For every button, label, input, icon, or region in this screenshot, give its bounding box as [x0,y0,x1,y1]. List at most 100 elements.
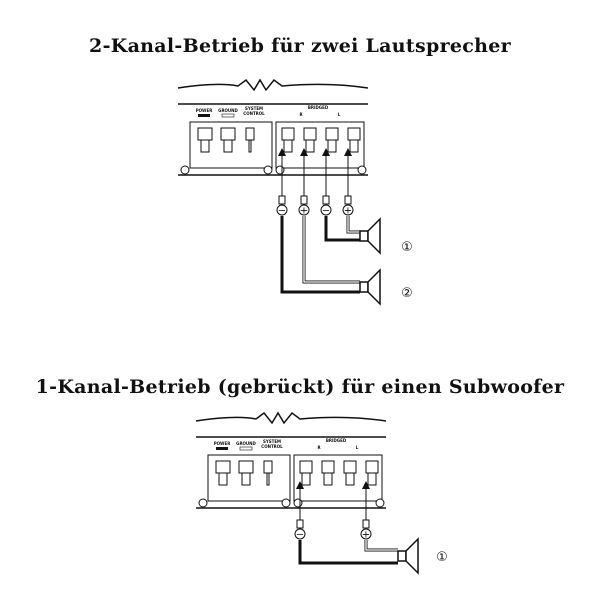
subwoofer-positive-wire [364,540,398,552]
speaker-terminal-0 [281,127,295,141]
control-label: CONTROL [243,111,265,116]
bridged-terminal-positive-plug [362,519,370,529]
left-channel-label: L [356,445,359,450]
ground-minus-badge [239,446,253,451]
speaker-1-magnet [359,230,369,242]
power-terminal-base-1 [241,472,251,486]
arrow-icon [362,481,370,489]
terminal-1-polarity-circle [276,204,288,216]
speaker-2-cone [367,268,381,306]
amp-top-contour [177,78,369,92]
speaker1-positive-wire [346,216,360,234]
ground-label: GROUND [218,108,238,113]
screw-icon [275,165,285,175]
speaker-1-cone [367,217,381,255]
arrow-icon [322,148,330,156]
speaker-terminal-2 [343,460,357,474]
bridged-terminal-positive-polarity-label: + [362,530,370,541]
speaker-terminal-1 [321,460,335,474]
bridged-terminal-negative-polarity-label: − [296,530,304,541]
terminal-4-polarity-label: + [344,206,352,217]
screw-icon [357,165,367,175]
left-channel-label: L [338,112,341,117]
speaker-terminal-0 [299,460,313,474]
power-label: POWER [214,441,231,446]
subwoofer-number: ① [436,550,448,565]
bridged-label: BRIDGED [326,438,347,443]
section-title-bridged: 1-Kanal-Betrieb (gebrückt) für einen Sub… [35,376,565,398]
terminal-2-polarity-circle [298,204,310,216]
subwoofer-magnet [397,550,407,562]
power-terminal-base-0 [218,472,228,486]
screw-icon [375,498,385,508]
power-terminal-0 [197,127,213,141]
power-terminal-base-1 [223,139,233,153]
right-channel-label: R [299,112,302,117]
power-plus-badge [198,114,210,117]
bridged-terminal-negative-plug [296,519,304,529]
system-label: SYSTEM [245,106,263,111]
ground-minus-badge [221,113,235,118]
bridged-terminal-positive-polarity-circle [360,528,372,540]
control-label: CONTROL [261,444,283,449]
power-terminal-2 [263,460,273,474]
terminal-4-plug [344,195,352,205]
screw-icon [198,498,208,508]
arrow-icon [300,148,308,156]
speaker1-positive-wire-inner [347,216,360,233]
terminal-2-plug [300,195,308,205]
bridged-label: BRIDGED [308,105,329,110]
section-title-2-channel: 2-Kanal-Betrieb für zwei Lautsprecher [89,35,511,57]
power-label: POWER [196,108,213,113]
speaker-terminal-3 [365,460,379,474]
speaker2-positive-wire [302,216,360,284]
ground-label: GROUND [236,441,256,446]
screw-icon [281,498,291,508]
subwoofer-negative-wire [298,540,398,565]
speaker-terminal-base-0 [301,472,311,486]
speaker-number-2: ② [401,286,413,301]
bridged-terminal-negative-polarity-circle [294,528,306,540]
amp-top-contour [195,411,387,425]
speaker2-positive-wire-inner [303,216,360,283]
power-terminal-base-2 [248,139,252,153]
speaker-number-1: ① [401,240,413,255]
speaker2-negative-wire [280,216,360,294]
subwoofer-cone [405,537,419,575]
terminal-3-polarity-circle [320,204,332,216]
arrow-icon [344,148,352,156]
power-terminal-1 [238,460,254,474]
system-label: SYSTEM [263,439,281,444]
screw-icon [263,165,273,175]
terminal-1-polarity-label: − [278,206,286,217]
speaker-terminal-base-0 [283,139,293,153]
power-plus-badge [216,447,228,450]
speaker-2-magnet [359,281,369,293]
speaker-terminal-base-3 [349,139,359,153]
speaker-terminal-base-2 [345,472,355,486]
speaker-terminal-base-2 [327,139,337,153]
arrow-icon [278,148,286,156]
terminal-2-polarity-label: + [300,206,308,217]
screw-icon [180,165,190,175]
power-terminal-base-0 [200,139,210,153]
speaker-terminal-1 [303,127,317,141]
speaker-terminal-base-1 [305,139,315,153]
power-terminal-2 [245,127,255,141]
terminal-3-plug [322,195,330,205]
speaker-terminal-base-3 [367,472,377,486]
arrow-icon [296,481,304,489]
speaker-terminal-3 [347,127,361,141]
subwoofer-positive-wire-inner [365,540,398,551]
terminal-3-polarity-label: − [322,206,330,217]
speaker-terminal-2 [325,127,339,141]
terminal-1-plug [278,195,286,205]
speaker-terminal-base-1 [323,472,333,486]
power-terminal-0 [215,460,231,474]
right-channel-label: R [317,445,320,450]
screw-icon [293,498,303,508]
speaker1-negative-wire [324,216,360,242]
